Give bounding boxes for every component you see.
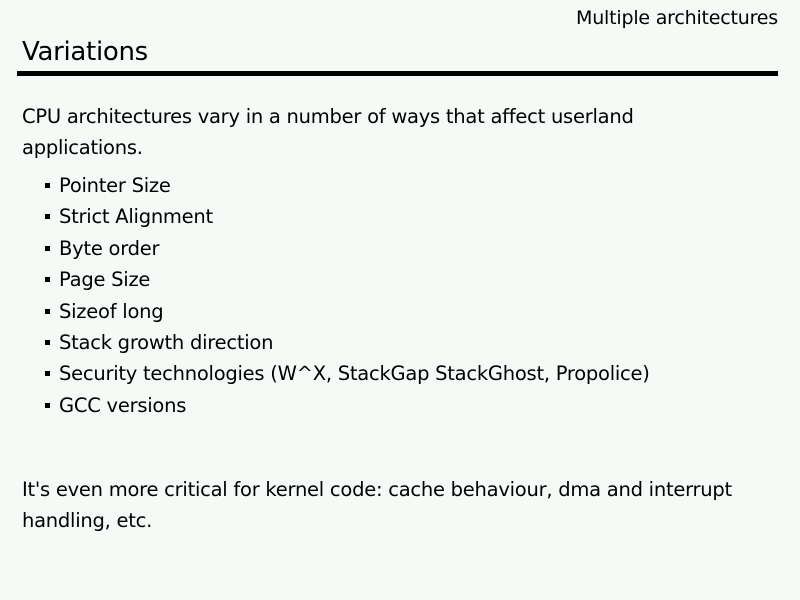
- list-item-label: Security technologies (W^X, StackGap Sta…: [59, 362, 650, 386]
- list-item: GCC versions: [22, 390, 778, 421]
- list-item: Strict Alignment: [22, 201, 778, 232]
- square-bullet-icon: [45, 245, 50, 251]
- list-item: Pointer Size: [22, 170, 778, 201]
- title-divider-rule: [17, 71, 778, 76]
- list-item-label: Strict Alignment: [59, 205, 213, 229]
- square-bullet-icon: [45, 183, 50, 188]
- list-item: Sizeof long: [22, 296, 778, 327]
- square-bullet-icon: [45, 371, 50, 377]
- list-item-label: GCC versions: [59, 393, 187, 417]
- list-item: Security technologies (W^X, StackGap Sta…: [22, 358, 778, 389]
- slide-body: CPU architectures vary in a number of wa…: [22, 101, 778, 536]
- square-bullet-icon: [45, 308, 50, 314]
- square-bullet-icon: [45, 214, 50, 220]
- list-item-label: Sizeof long: [59, 299, 164, 323]
- list-item-label: Stack growth direction: [59, 331, 274, 355]
- list-item: Byte order: [22, 233, 778, 264]
- list-item: Page Size: [22, 264, 778, 295]
- list-item-label: Byte order: [59, 236, 160, 260]
- slide-header-text: Multiple architectures: [576, 7, 778, 29]
- square-bullet-icon: [45, 402, 50, 408]
- intro-paragraph: CPU architectures vary in a number of wa…: [22, 105, 634, 159]
- closing-paragraph: It's even more critical for kernel code:…: [22, 478, 732, 533]
- square-bullet-icon: [45, 340, 50, 346]
- square-bullet-icon: [45, 277, 50, 283]
- feature-bullet-list: Pointer Size Strict Alignment Byte order…: [22, 170, 778, 421]
- list-item-label: Page Size: [59, 268, 151, 292]
- list-item-label: Pointer Size: [59, 174, 171, 197]
- slide-title: Variations: [22, 37, 148, 67]
- list-item: Stack growth direction: [22, 327, 778, 358]
